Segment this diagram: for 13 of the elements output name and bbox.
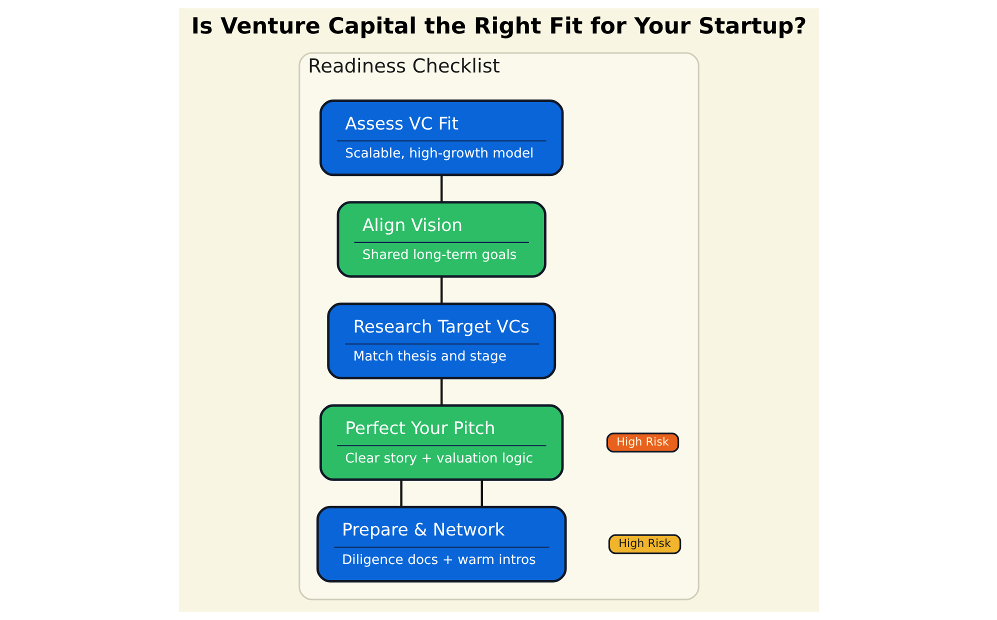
node-box: Align Vision Shared long-term goals	[336, 201, 546, 278]
connector	[400, 480, 402, 507]
node-box: Assess VC Fit Scalable, high-growth model	[319, 100, 564, 176]
node-box: Research Target VCs Match thesis and stage	[326, 302, 556, 380]
connector	[440, 276, 442, 304]
node-box: Perfect Your Pitch Clear story + valuation logic	[319, 404, 564, 481]
connector	[440, 175, 442, 202]
connector	[480, 480, 483, 507]
connector	[440, 378, 442, 406]
diagram-title: Is Venture Capital the Right Fit for Your Startup?	[190, 13, 806, 40]
node-box: High Risk	[608, 534, 681, 554]
node-box: Prepare & Network Diligence docs + warm intros	[316, 506, 566, 582]
node-box: High Risk	[606, 432, 679, 453]
